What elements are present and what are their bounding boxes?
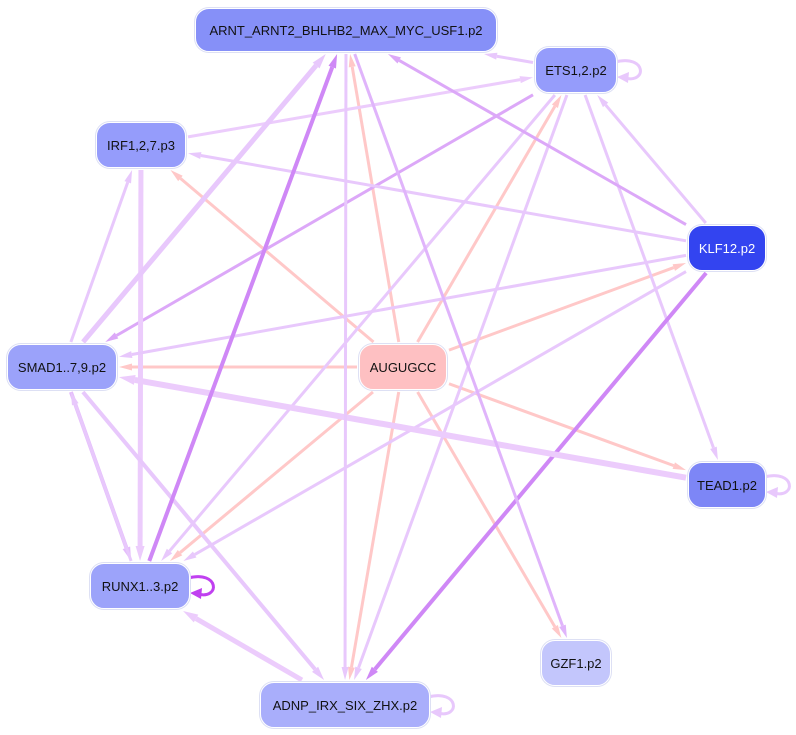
arrowhead-icon bbox=[312, 666, 325, 680]
edge-arnt-to-gzf bbox=[353, 53, 564, 627]
arrowhead-icon bbox=[348, 54, 356, 68]
arrowhead-icon bbox=[328, 54, 338, 69]
node-irf1-2-7[interactable]: IRF1,2,7.p3 bbox=[96, 122, 186, 168]
edge-irf-to-runx bbox=[137, 169, 144, 547]
arrowhead-icon bbox=[170, 549, 183, 561]
node-augugcc[interactable]: AUGUGCC bbox=[359, 344, 447, 390]
edge-augugcc-to-irf bbox=[179, 177, 375, 344]
arrowhead-icon bbox=[354, 666, 362, 680]
edge-augugcc-to-klf bbox=[448, 266, 675, 352]
edge-augugcc-to-tead bbox=[448, 382, 675, 468]
self-loop-adnp bbox=[427, 694, 455, 716]
arrowhead-icon bbox=[519, 76, 533, 84]
arrowhead-icon bbox=[341, 666, 349, 680]
arrowhead-icon bbox=[551, 625, 562, 638]
arrowhead-icon bbox=[183, 611, 199, 623]
arrowhead-icon bbox=[183, 551, 197, 561]
edge-smad-to-irf bbox=[69, 181, 130, 343]
self-loop-tead bbox=[763, 474, 791, 496]
arrowhead-icon bbox=[190, 588, 202, 599]
arrowhead-icon bbox=[365, 666, 378, 680]
edge-ets-to-smad bbox=[115, 93, 534, 337]
arrowhead-icon bbox=[672, 263, 686, 271]
self-loop-ets bbox=[614, 59, 642, 81]
edge-augugcc-to-adnp bbox=[350, 391, 401, 668]
edge-klf-to-adnp bbox=[373, 271, 708, 671]
arrowhead-icon bbox=[766, 487, 778, 498]
edge-runx-to-arnt bbox=[147, 66, 335, 562]
arrowhead-icon bbox=[135, 545, 145, 561]
node-klf12[interactable]: KLF12.p2 bbox=[688, 225, 766, 271]
edge-smad-to-adnp bbox=[81, 390, 317, 671]
node-gzf1[interactable]: GZF1.p2 bbox=[541, 640, 611, 686]
arrowhead-icon bbox=[170, 170, 183, 182]
edge-runx-to-smad bbox=[73, 403, 133, 562]
arrowhead-icon bbox=[484, 52, 498, 60]
node-tead1[interactable]: TEAD1.p2 bbox=[688, 462, 766, 508]
arrowhead-icon bbox=[551, 95, 562, 108]
edge-augugcc-to-arnt bbox=[350, 66, 401, 343]
edge-arnt-to-adnp bbox=[343, 53, 348, 668]
edge-klf-to-irf bbox=[200, 154, 687, 243]
arrowhead-icon bbox=[119, 363, 132, 371]
edge-ets-to-tead bbox=[583, 94, 715, 449]
edge-smad-to-arnt bbox=[81, 63, 319, 344]
arrowhead-icon bbox=[119, 374, 136, 385]
edge-adnp-to-runx bbox=[194, 616, 304, 683]
edge-irf-to-ets bbox=[187, 78, 521, 139]
arrowhead-icon bbox=[710, 446, 718, 460]
edge-layer bbox=[69, 52, 791, 718]
edge-klf-to-smad bbox=[131, 253, 687, 356]
arrowhead-icon bbox=[617, 72, 629, 83]
edge-ets-to-runx bbox=[168, 94, 557, 553]
arrowhead-icon bbox=[597, 95, 609, 108]
self-loop-runx bbox=[187, 575, 215, 597]
arrowhead-icon bbox=[105, 332, 119, 342]
arrowhead-icon bbox=[119, 351, 133, 358]
arrowhead-icon bbox=[387, 54, 401, 64]
edge-tead-to-smad bbox=[134, 376, 687, 481]
arrowhead-icon bbox=[672, 462, 686, 471]
arrowhead-icon bbox=[312, 54, 326, 69]
arrowhead-icon bbox=[559, 624, 567, 638]
node-smad1-7-9[interactable]: SMAD1..7,9.p2 bbox=[7, 344, 117, 390]
edge-klf-to-runx bbox=[193, 270, 687, 556]
node-runx1-3[interactable]: RUNX1..3.p2 bbox=[90, 563, 190, 609]
edge-klf-to-ets bbox=[604, 103, 707, 224]
arrowhead-icon bbox=[188, 152, 202, 159]
arrowhead-icon bbox=[161, 548, 173, 561]
edge-augugcc-to-ets bbox=[416, 105, 557, 343]
node-ets1-2[interactable]: ETS1,2.p2 bbox=[535, 47, 617, 93]
arrowhead-icon bbox=[348, 666, 355, 680]
node-adnp-irx-six-zhx[interactable]: ADNP_IRX_SIX_ZHX.p2 bbox=[260, 682, 430, 728]
node-arnt-arnt2-bhlhb2-max-myc-usf1[interactable]: ARNT_ARNT2_BHLHB2_MAX_MYC_USF1.p2 bbox=[195, 8, 497, 52]
edge-ets-to-arnt bbox=[496, 54, 534, 64]
edge-klf-to-arnt bbox=[398, 59, 687, 226]
arrowhead-icon bbox=[124, 170, 133, 184]
arrowhead-icon bbox=[70, 392, 79, 406]
arrowhead-icon bbox=[430, 707, 442, 718]
edge-ets-to-adnp bbox=[357, 94, 569, 669]
